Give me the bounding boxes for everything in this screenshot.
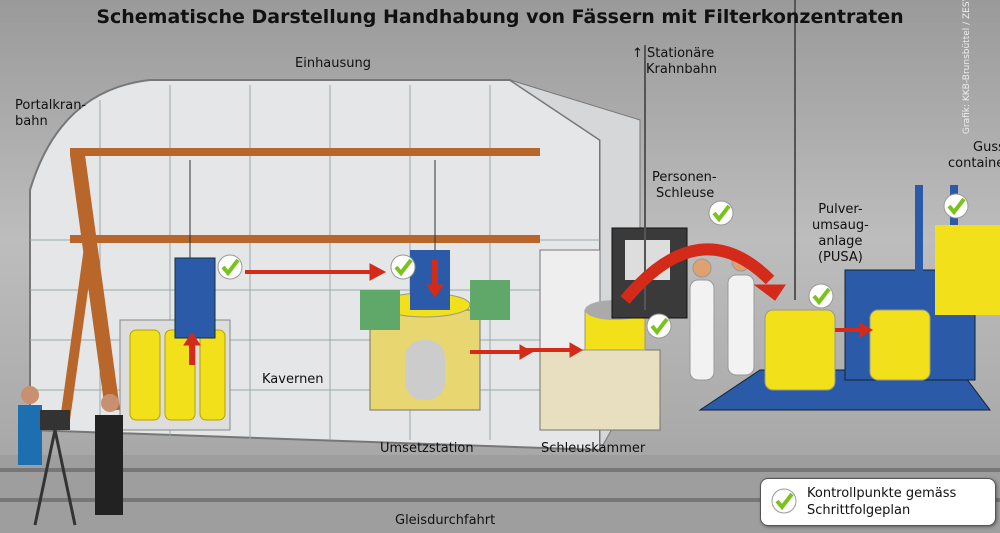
label-line: anlage [818, 234, 863, 249]
label-gleisdurchfahrt: Gleisdurchfahrt [395, 513, 496, 528]
green-checkmark-icon [771, 488, 797, 514]
label-portalkran: Portalkran-bahn [15, 98, 86, 130]
flow-arrows [183, 243, 873, 365]
umsetzstation-machine [360, 250, 510, 411]
camera-crew [18, 386, 123, 526]
legend-line: Schrittfolgeplan [807, 503, 911, 518]
page-title: Schematische Darstellung Handhabung von … [96, 6, 904, 28]
legend-line: Kontrollpunkte gemäss [807, 486, 957, 501]
schleuskammer [539, 249, 661, 431]
checkmark-icon [646, 313, 672, 339]
label-einhausung: Einhausung [295, 56, 372, 71]
checkmark-icon [708, 200, 734, 226]
pusa-machine [698, 185, 1000, 411]
label-line: Guss- [973, 140, 1000, 155]
label-umsetzstation: Umsetzstation [380, 441, 474, 456]
label-line: Krahnbahn [646, 62, 718, 77]
label-line: container [948, 156, 1000, 171]
workers [689, 252, 755, 381]
label-gusscontainer: Guss-container [948, 140, 1000, 172]
label-pusa: Pulver-umsaug-anlage(PUSA) [812, 202, 869, 266]
checkmark-icon [390, 254, 416, 280]
label-schleuskammer: Schleuskammer [541, 441, 646, 456]
checkmark-icon [217, 254, 243, 280]
label-line: Schleuse [656, 186, 715, 201]
barrel-rack [119, 257, 231, 431]
label-line: umsaug- [812, 218, 869, 233]
label-line: Personen- [652, 170, 717, 185]
label-line: (PUSA) [817, 250, 863, 265]
label-line: bahn [15, 114, 48, 129]
label-kavernen: Kavernen [262, 372, 324, 387]
label-line: Stationäre [647, 46, 715, 61]
checkmark-icon [943, 193, 969, 219]
label-line: Pulver- [818, 202, 863, 217]
checkmark-icon [808, 283, 834, 309]
portal-crane [60, 148, 540, 420]
up-arrow-icon: ↑ [632, 46, 643, 61]
label-line: Portalkran- [15, 98, 87, 113]
credit: Grafik: KKB-Brunsbüttel / ZESY [961, 0, 972, 135]
label-personenschleuse: Personen-Schleuse [652, 170, 717, 202]
